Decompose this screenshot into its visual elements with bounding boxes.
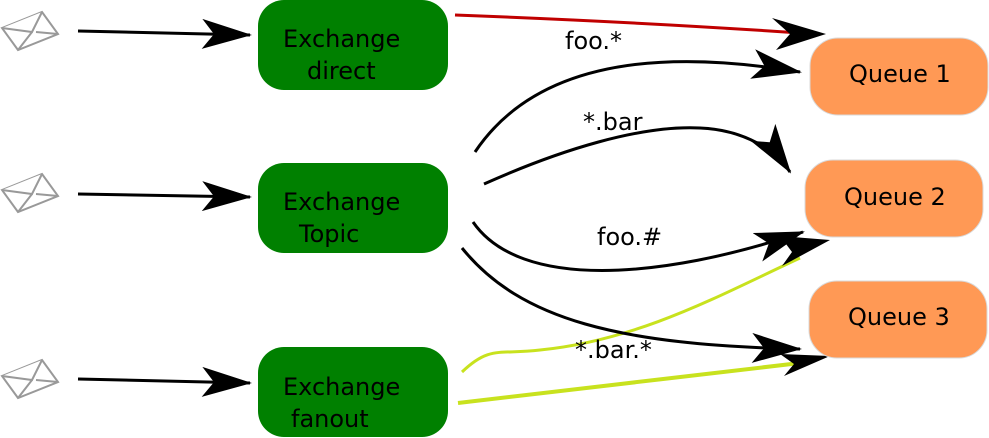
queue-3: Queue 3 — [808, 280, 988, 359]
routing-key-foo-hash: foo.# — [597, 223, 662, 251]
publish-arrow-topic — [77, 181, 252, 212]
exchange-direct-line2: direct — [307, 57, 376, 85]
envelope-icon — [0, 172, 60, 214]
queue-3-label: Queue 3 — [848, 303, 950, 331]
envelope-icon — [0, 358, 60, 400]
exchange-topic: Exchange Topic — [258, 163, 448, 253]
binding-topic-star-bar-star — [460, 247, 802, 363]
exchange-direct: Exchange direct — [258, 0, 448, 90]
exchange-topic-line1: Exchange — [283, 188, 400, 216]
binding-direct-queue1 — [454, 13, 801, 35]
exchange-fanout-line1: Exchange — [283, 373, 400, 401]
exchange-direct-line1: Exchange — [283, 25, 400, 53]
publish-arrow-fanout — [77, 366, 252, 397]
binding-topic-foo-star — [473, 49, 802, 153]
binding-fanout-queue3 — [457, 361, 801, 405]
binding-arrowhead — [780, 236, 830, 266]
envelope-icon — [0, 10, 60, 52]
routing-key-star-bar-star: *.bar.* — [575, 336, 652, 364]
queue-1: Queue 1 — [809, 37, 989, 116]
binding-topic-foo-hash — [471, 221, 805, 272]
queue-1-label: Queue 1 — [849, 60, 951, 88]
binding-arrowhead — [780, 354, 830, 376]
binding-topic-star-bar — [483, 123, 792, 186]
queue-2: Queue 2 — [804, 159, 984, 238]
publish-arrow-direct — [77, 18, 252, 49]
queue-2-label: Queue 2 — [844, 183, 946, 211]
exchange-fanout: Exchange fanout — [258, 347, 448, 437]
binding-fanout-queue2 — [460, 256, 801, 374]
binding-arrowhead — [772, 18, 826, 50]
exchange-topic-line2: Topic — [298, 220, 359, 248]
routing-key-foo-star: foo.* — [565, 27, 622, 55]
exchange-fanout-line2: fanout — [291, 405, 369, 433]
routing-key-star-bar: *.bar — [583, 108, 643, 136]
